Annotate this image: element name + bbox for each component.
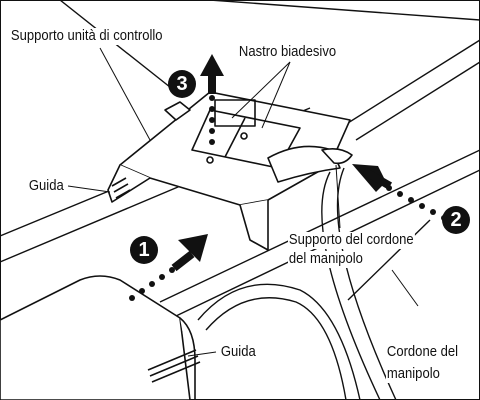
arrow-step3	[200, 54, 224, 145]
label-guide-top: Guida	[28, 178, 65, 195]
leader-lines	[67, 47, 419, 357]
label-cord-support-line2: del manipolo	[288, 251, 364, 268]
control-unit-support	[107, 91, 353, 251]
arrow-step1	[129, 234, 208, 301]
label-double-sided-tape: Nastro biadesivo	[238, 44, 337, 61]
step1-badge: 1	[130, 236, 158, 264]
arrow-step2	[352, 164, 447, 221]
label-cord-support-line1: Supporto del cordone	[288, 232, 415, 249]
control-unit-block	[0, 275, 201, 400]
label-guide-bottom: Guida	[220, 344, 257, 361]
label-control-unit-support: Supporto unità di controllo	[10, 28, 164, 45]
cord-loop	[197, 283, 361, 400]
label-cord-line1: Cordone del	[386, 344, 459, 361]
label-cord-line2: manipolo	[386, 366, 441, 383]
step2-badge: 2	[442, 206, 470, 234]
step3-badge: 3	[168, 70, 196, 98]
